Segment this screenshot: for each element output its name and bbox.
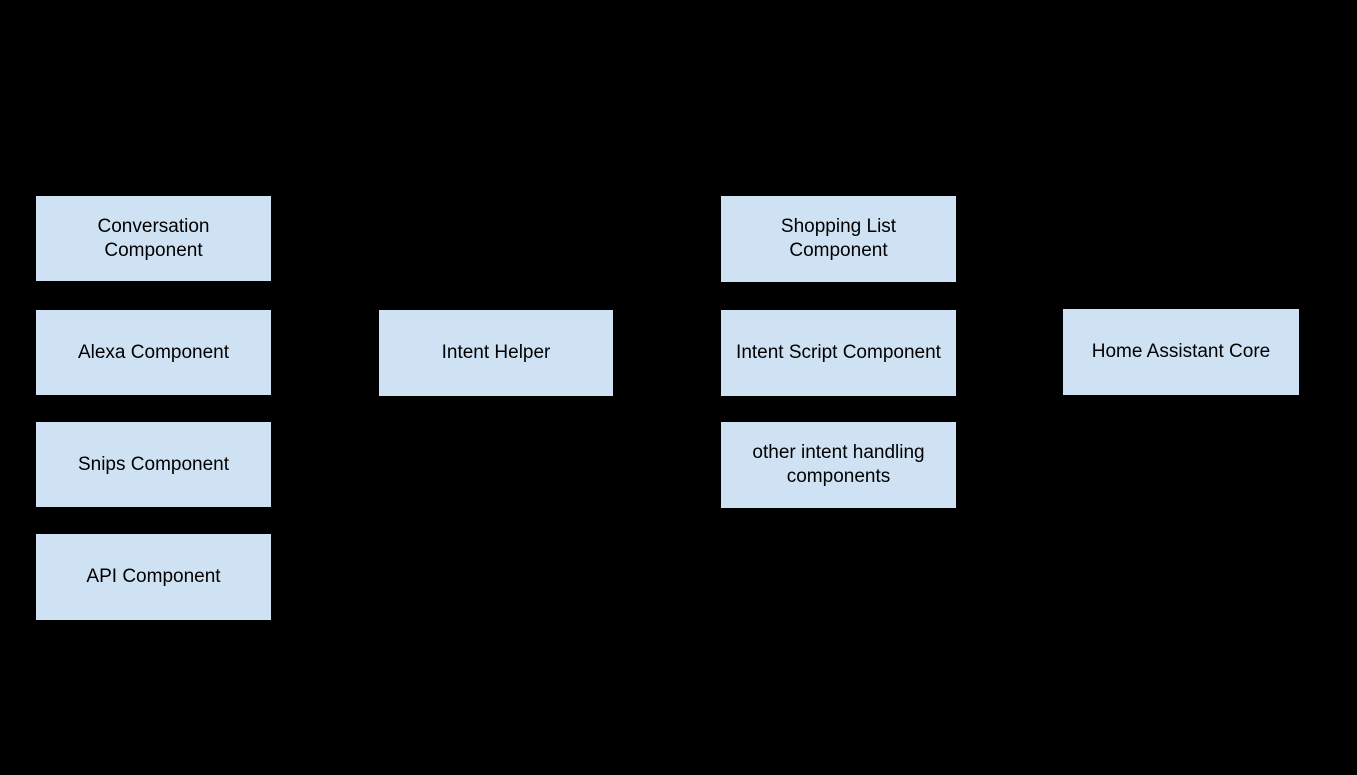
node-label: Alexa Component xyxy=(77,341,230,363)
node-shopping-list-component: Shopping List Component xyxy=(720,195,957,283)
node-label: API Component xyxy=(86,566,221,588)
node-label: Home Assistant Core xyxy=(1091,341,1271,363)
node-snips-component: Snips Component xyxy=(35,421,272,508)
node-label: Intent Script Component xyxy=(736,342,941,364)
node-conversation-component: Conversation Component xyxy=(35,195,272,282)
node-intent-helper: Intent Helper xyxy=(378,309,614,397)
node-other-intent-handling-components: other intent handling components xyxy=(720,421,957,509)
node-api-component: API Component xyxy=(35,533,272,621)
node-label: other intent handling components xyxy=(752,442,925,487)
node-label: Snips Component xyxy=(77,453,230,475)
node-alexa-component: Alexa Component xyxy=(35,309,272,396)
node-label: Shopping List Component xyxy=(780,216,897,261)
node-label: Intent Helper xyxy=(441,342,551,364)
node-home-assistant-core: Home Assistant Core xyxy=(1062,308,1300,396)
node-intent-script-component: Intent Script Component xyxy=(720,309,957,397)
node-label: Conversation Component xyxy=(97,215,210,261)
